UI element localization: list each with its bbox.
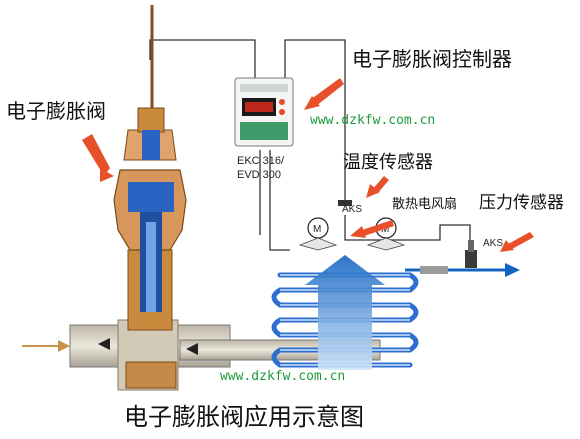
inlet-flow-arrow [22, 340, 70, 352]
watermark-top: www.dzkfw.com.cn [310, 113, 435, 128]
fan-1-motor-label: M [313, 224, 321, 235]
pressure-callout-arrow [508, 232, 534, 249]
suction-outlet-line [405, 263, 520, 277]
valve-callout-arrow [82, 134, 110, 176]
controller-model-line2: EVD 300 [237, 169, 281, 181]
fan-2 [366, 217, 406, 251]
pressure-sensor-label: 压力传感器 [479, 193, 564, 213]
controller-callout-arrow [310, 78, 344, 106]
pressure-sensor-device [465, 240, 477, 268]
temperature-sensor-device [338, 200, 352, 206]
controller-unit [234, 77, 294, 147]
controller-model-line1: EKC 316/ [237, 155, 285, 167]
fan-2-motor-label: M [381, 224, 389, 235]
airflow-arrow [305, 255, 385, 370]
expansion-valve-body [113, 107, 187, 391]
controller-label: 电子膨胀阀控制器 [352, 47, 512, 71]
fan-callout-arrow [362, 220, 394, 236]
callout-arrows [82, 78, 534, 252]
control-wiring [149, 39, 471, 251]
diagram-caption: 电子膨胀阀应用示意图 [124, 403, 364, 431]
fan-1 [298, 217, 338, 251]
aks-temperature-label: AKS [342, 204, 362, 215]
fan-label: 散热电风扇 [392, 196, 457, 212]
temperature-sensor-label: 温度传感器 [343, 152, 433, 173]
valve-label: 电子膨胀阀 [6, 99, 106, 123]
watermark-bottom: www.dzkfw.com.cn [220, 369, 345, 384]
aks-pressure-label: AKS [483, 238, 503, 249]
